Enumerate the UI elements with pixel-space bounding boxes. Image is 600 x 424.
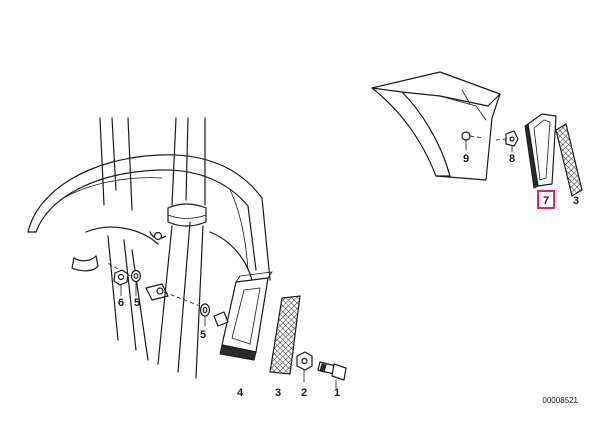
nut-part-6 [113, 269, 129, 286]
callout-1: 1 [334, 387, 340, 399]
callout-2: 2 [301, 387, 307, 399]
fork-clamp [167, 203, 207, 227]
washer-part-5-front [130, 269, 142, 283]
reflector-holder-part-7 [524, 113, 557, 189]
callout-5-mid: 5 [200, 329, 206, 341]
callout-6: 6 [118, 297, 124, 309]
callout-5-front: 5 [134, 297, 140, 309]
reflector-part-3-front [269, 295, 301, 375]
washer-part-5-mid [199, 303, 211, 317]
screw-part-9 [461, 131, 485, 151]
part-number: 00008521 [542, 396, 578, 405]
reflector-holder-part-4 [219, 271, 273, 361]
front-fender [27, 154, 271, 281]
clip-part-8 [495, 130, 519, 153]
fender-mount-stud [105, 261, 201, 307]
bolt-part-1 [317, 361, 347, 389]
callout-7-highlight [537, 190, 555, 209]
reflector-part-3-side [555, 123, 583, 197]
callout-3-side: 3 [573, 195, 579, 207]
callout-8: 8 [509, 153, 515, 165]
callout-4: 4 [237, 387, 244, 399]
nut-part-2 [296, 351, 313, 371]
fairing-panel [371, 71, 501, 181]
callout-3-front: 3 [275, 387, 281, 399]
callout-7: 7 [543, 195, 549, 207]
fork-tubes [99, 117, 206, 379]
callout-9: 9 [463, 153, 469, 165]
